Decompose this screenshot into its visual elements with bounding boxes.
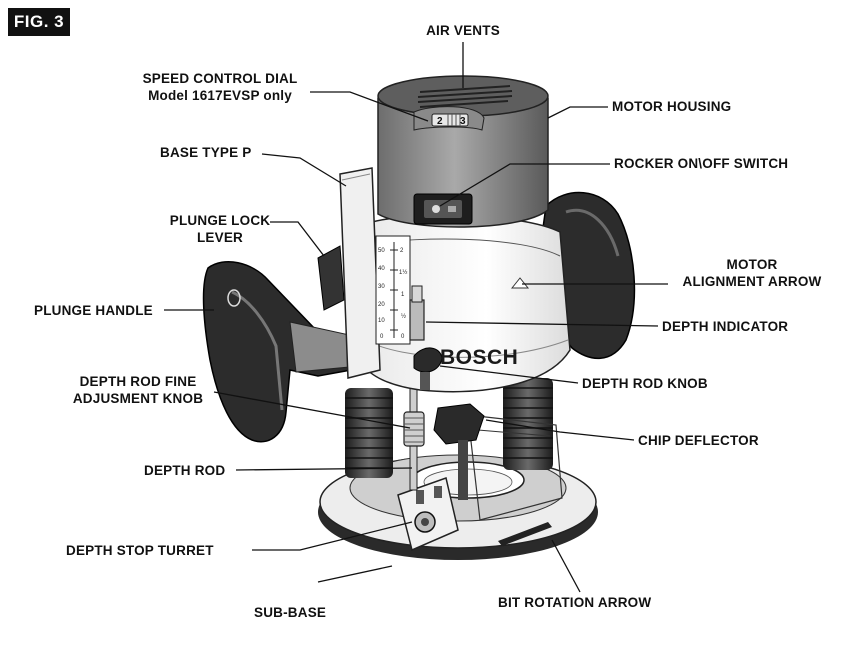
label-depth-rod-fine-line2: ADJUSMENT KNOB	[72, 391, 204, 406]
label-speed-control-dial: SPEED CONTROL DIAL Model 1617EVSP only	[130, 70, 310, 104]
air-vents	[417, 85, 513, 108]
label-sub-base: SUB-BASE	[254, 605, 327, 620]
depth-stop-turret	[397, 477, 459, 552]
leader-chip-deflector	[485, 419, 635, 441]
leader-lines	[164, 42, 668, 593]
leader-motor-housing	[547, 106, 608, 119]
label-air-vents: AIR VENTS	[426, 23, 500, 38]
label-plunge-lock-lever: PLUNGE LOCK LEVER	[168, 212, 272, 246]
label-motor-housing: MOTOR HOUSING	[612, 99, 732, 114]
scale-right-1-5: 1½	[399, 269, 407, 276]
label-speed-control-dial-line1: SPEED CONTROL DIAL	[142, 71, 298, 86]
router-body	[361, 214, 571, 393]
right-spring	[503, 378, 553, 470]
collet-nut	[433, 403, 485, 500]
brand-logo: BOSCH	[440, 346, 518, 369]
chip-deflector	[467, 414, 563, 521]
rocker-switch	[413, 193, 473, 225]
plunge-lock-lever	[317, 245, 345, 311]
leader-depth-rod-fine	[213, 391, 411, 429]
scale-left-0: 0	[380, 334, 384, 340]
leader-plunge-lock	[270, 221, 325, 257]
leader-depth-stop	[252, 521, 413, 551]
bit-rotation-arrow	[498, 522, 552, 546]
plunge-handle	[202, 261, 364, 443]
leader-bit-rotation	[551, 539, 581, 593]
depth-scale	[375, 235, 411, 345]
leader-depth-rod-knob	[439, 365, 579, 384]
label-depth-rod: DEPTH ROD	[144, 463, 226, 478]
label-speed-control-dial-line2: Model 1617EVSP only	[148, 88, 292, 103]
speed-dial-number-2: 2	[437, 116, 443, 127]
scale-right-1: 1	[401, 292, 405, 298]
scale-left-30: 30	[378, 284, 385, 290]
label-plunge-lock-line2: LEVER	[196, 230, 243, 245]
base-type-p-column	[339, 167, 381, 379]
label-plunge-handle: PLUNGE HANDLE	[34, 303, 153, 318]
label-motor-alignment-line2: ALIGNMENT ARROW	[682, 274, 822, 289]
scale-left-10: 10	[378, 318, 385, 324]
speed-dial-number-3: 3	[460, 116, 466, 127]
motor-alignment-arrow	[510, 277, 530, 289]
label-base-type-p: BASE TYPE P	[160, 145, 252, 160]
label-rocker-switch: ROCKER ON\OFF SWITCH	[614, 156, 789, 171]
label-depth-rod-fine-adjustment-knob: DEPTH ROD FINE ADJUSMENT KNOB	[60, 373, 216, 407]
label-depth-rod-knob: DEPTH ROD KNOB	[582, 376, 708, 391]
label-bit-rotation-arrow: BIT ROTATION ARROW	[498, 595, 652, 610]
left-spring	[345, 388, 393, 478]
figure-tag: FIG. 3	[8, 8, 70, 36]
scale-right-0: 0	[401, 334, 405, 340]
label-motor-alignment-line1: MOTOR	[726, 257, 778, 272]
scale-left-40: 40	[378, 266, 385, 272]
label-depth-indicator: DEPTH INDICATOR	[662, 319, 789, 334]
scale-left-20: 20	[378, 302, 385, 308]
label-chip-deflector: CHIP DEFLECTOR	[638, 433, 759, 448]
scale-left-50: 50	[378, 248, 385, 254]
label-depth-rod-fine-line1: DEPTH ROD FINE	[79, 374, 197, 389]
speed-control-dial	[413, 106, 485, 131]
leader-base-type-p	[261, 153, 347, 187]
leader-speed-dial	[310, 91, 429, 122]
leader-depth-indicator	[425, 321, 659, 327]
leader-rocker-switch	[439, 163, 610, 207]
sub-base	[318, 454, 598, 560]
depth-indicator	[409, 285, 425, 341]
label-depth-stop-turret: DEPTH STOP TURRET	[66, 543, 214, 558]
label-motor-alignment-arrow: MOTOR ALIGNMENT ARROW	[670, 256, 834, 290]
scale-right-2: 2	[400, 248, 404, 254]
depth-rod-knob	[413, 347, 443, 390]
label-plunge-lock-line1: PLUNGE LOCK	[169, 213, 271, 228]
leader-sub-base	[317, 565, 393, 583]
scale-right-half: ½	[401, 313, 406, 320]
depth-rod-fine-adjustment-knob	[403, 411, 425, 447]
leader-depth-rod	[235, 467, 413, 471]
